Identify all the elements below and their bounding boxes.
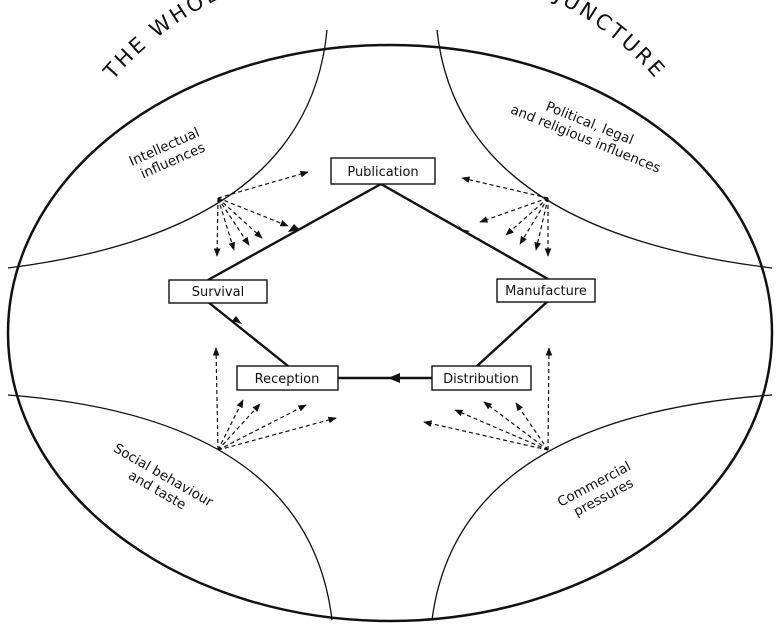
arrowhead-publication-manufacture xyxy=(456,223,470,233)
arrow-tl-6 xyxy=(213,197,221,257)
arrow-bl-3 xyxy=(217,403,261,451)
svg-text:Survival: Survival xyxy=(192,285,244,300)
influence-arrows xyxy=(212,170,553,451)
arc-top-left xyxy=(7,29,328,269)
svg-text:Publication: Publication xyxy=(347,165,418,180)
arrow-tl-5 xyxy=(217,197,235,251)
arrow-bl-4 xyxy=(217,404,307,451)
arrow-tl-3 xyxy=(217,197,263,239)
arc-top-right xyxy=(436,29,773,269)
arrowhead-reception-survival xyxy=(232,316,242,324)
node-manufacture: Manufacture xyxy=(496,278,596,303)
arrow-tr-1 xyxy=(461,176,549,199)
arrowhead-survival-publication xyxy=(288,224,300,232)
circuit-lines xyxy=(207,182,549,380)
outer-ellipse xyxy=(6,43,774,623)
line-manufacture-distribution xyxy=(476,300,549,367)
arrow-tr-2 xyxy=(479,197,549,223)
arrow-br-4 xyxy=(454,409,549,451)
circuit-arrowheads xyxy=(232,223,514,383)
label-political-influences: Political, legal and religious influence… xyxy=(508,87,669,177)
svg-text:Distribution: Distribution xyxy=(443,372,519,387)
svg-text:Manufacture: Manufacture xyxy=(505,284,587,299)
label-commercial-pressures: Commercial pressures xyxy=(555,456,645,524)
arrow-bl-1 xyxy=(212,347,220,451)
arrow-tr-4 xyxy=(519,197,549,245)
arrowhead-manufacture-distribution xyxy=(506,332,514,340)
label-social-behaviour: Social behaviour and taste xyxy=(103,440,220,526)
arrowhead-distribution-reception xyxy=(388,373,400,383)
diagram-title: THE WHOLE SOCIO - ECONOMIC CONJUNCTURE xyxy=(98,0,671,85)
arrow-tr-3 xyxy=(505,197,549,236)
arrow-br-1 xyxy=(545,347,553,451)
line-survival-publication xyxy=(207,182,382,282)
line-reception-survival xyxy=(207,301,289,367)
arrow-tr-5 xyxy=(534,197,549,251)
arrow-br-2 xyxy=(515,402,549,451)
arc-bottom-right xyxy=(431,394,773,621)
node-reception: Reception xyxy=(236,365,339,391)
arrow-tl-4 xyxy=(217,197,250,246)
svg-text:Reception: Reception xyxy=(255,372,320,387)
arrow-tl-2 xyxy=(217,197,289,227)
arrow-tl-1 xyxy=(217,170,309,199)
node-distribution: Distribution xyxy=(431,365,532,391)
arrow-bl-5 xyxy=(217,416,337,451)
node-publication: Publication xyxy=(330,157,436,185)
arrow-bl-2 xyxy=(217,399,244,451)
arc-bottom-left xyxy=(7,394,333,621)
arrow-br-3 xyxy=(483,401,549,451)
arrow-br-5 xyxy=(423,420,549,451)
node-survival: Survival xyxy=(168,279,268,304)
label-intellectual-influences: Intellectual influences xyxy=(127,123,213,185)
